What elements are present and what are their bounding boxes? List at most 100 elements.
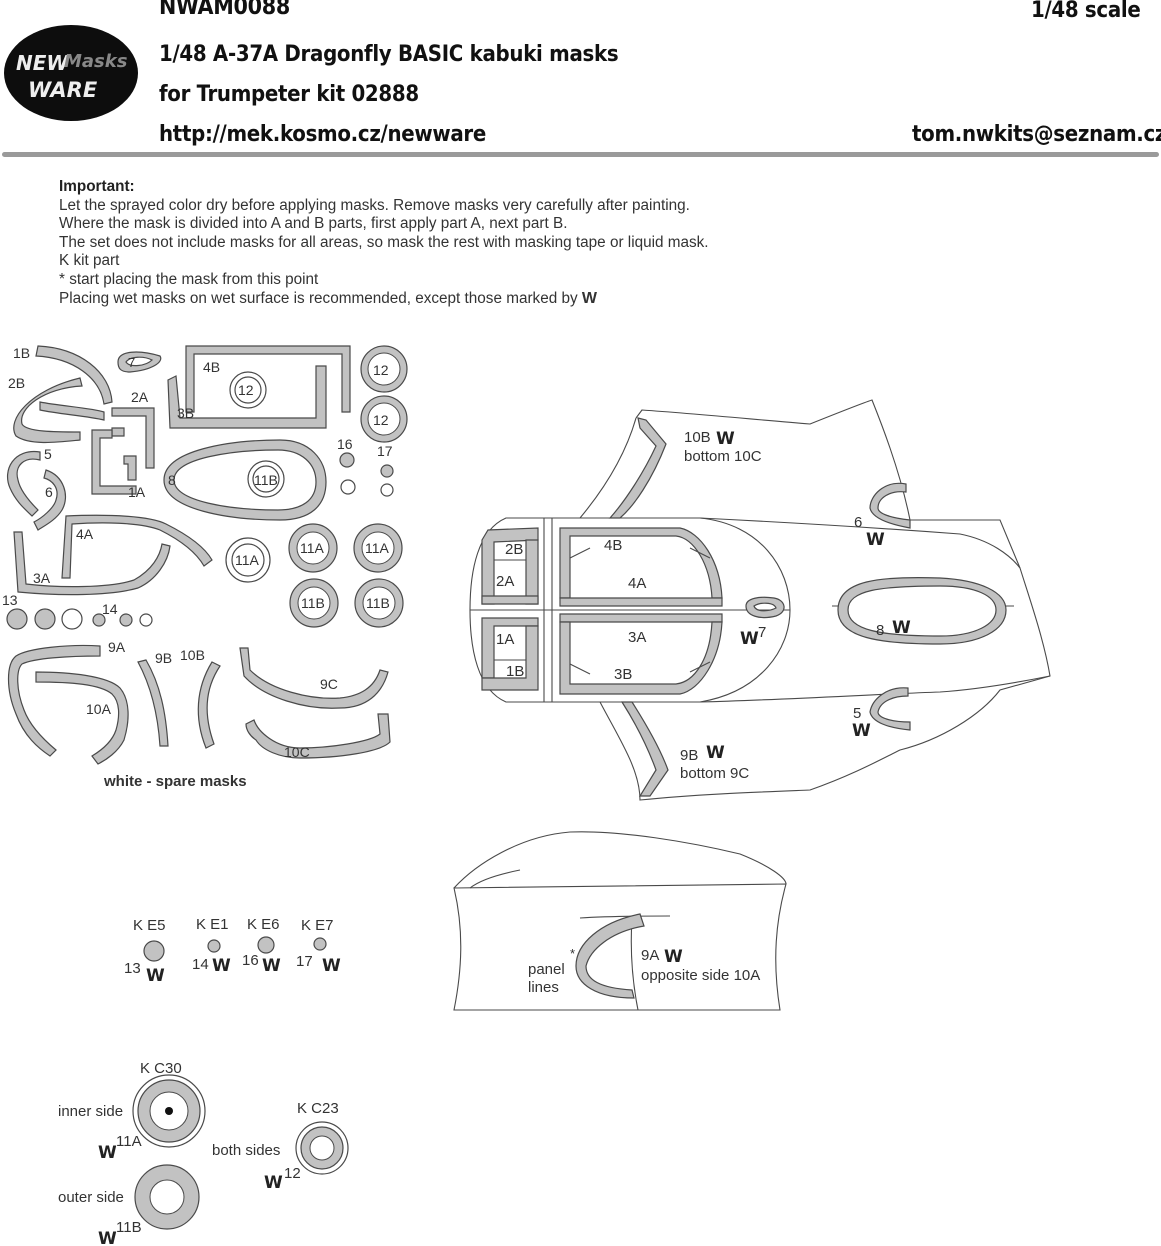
svg-text:13: 13 bbox=[124, 960, 141, 977]
wet-mark-icon: W bbox=[264, 1173, 283, 1193]
mask-7 bbox=[117, 351, 162, 373]
svg-text:bottom 10C: bottom 10C bbox=[684, 448, 762, 465]
note-line: * start placing the mask from this point bbox=[59, 270, 319, 288]
mask-10a bbox=[35, 671, 129, 765]
mask-17 bbox=[380, 464, 394, 478]
svg-text:11B: 11B bbox=[301, 595, 325, 611]
wet-mark-icon: W bbox=[581, 289, 597, 307]
canopy-1b bbox=[481, 625, 539, 691]
svg-text:*: * bbox=[570, 946, 575, 961]
wet-mark-icon: W bbox=[146, 966, 165, 986]
svg-text:17: 17 bbox=[377, 443, 393, 459]
wet-mark-icon: W bbox=[664, 947, 683, 967]
svg-text:K E5: K E5 bbox=[133, 917, 166, 934]
svg-text:17: 17 bbox=[296, 953, 313, 970]
svg-text:12: 12 bbox=[373, 412, 389, 428]
note-line: The set does not include masks for all a… bbox=[59, 233, 709, 251]
spare-masks-note: white - spare masks bbox=[103, 773, 247, 790]
scale-label: 1/48 scale bbox=[1031, 0, 1141, 23]
wet-mark-icon: W bbox=[892, 618, 911, 638]
mask-10b bbox=[197, 661, 221, 749]
mask-1b bbox=[35, 345, 113, 405]
canopy-3a bbox=[559, 613, 723, 623]
svg-text:9B: 9B bbox=[155, 650, 172, 666]
svg-text:5: 5 bbox=[853, 705, 861, 722]
svg-text:10A: 10A bbox=[86, 701, 112, 717]
svg-text:2A: 2A bbox=[496, 573, 514, 590]
wet-mark-icon: W bbox=[852, 721, 871, 741]
svg-text:9B: 9B bbox=[680, 747, 698, 764]
svg-text:11B: 11B bbox=[254, 472, 278, 488]
canopy-10b bbox=[608, 417, 667, 519]
svg-text:14: 14 bbox=[192, 956, 209, 973]
svg-text:K E1: K E1 bbox=[196, 916, 229, 933]
svg-text:12: 12 bbox=[373, 362, 389, 378]
svg-text:9A: 9A bbox=[641, 947, 659, 964]
notes-heading: Important: bbox=[59, 178, 135, 195]
mask-9c bbox=[239, 647, 389, 709]
svg-text:11B: 11B bbox=[366, 595, 390, 611]
svg-text:5: 5 bbox=[44, 446, 52, 462]
mask-8 bbox=[163, 439, 327, 521]
mask-sheet: 1B 2B 7 4B 12 12 12 2A 3B 5 1A 8 11B 16 … bbox=[2, 345, 408, 790]
svg-text:11A: 11A bbox=[365, 540, 390, 556]
wet-mark-icon: W bbox=[262, 956, 281, 976]
mask-9b bbox=[137, 659, 169, 747]
note-line: Where the mask is divided into A and B p… bbox=[59, 215, 568, 233]
svg-text:11A: 11A bbox=[300, 540, 325, 556]
canopy-side-view: * panel lines 9A W opposite side 10A bbox=[453, 831, 787, 1011]
svg-text:12: 12 bbox=[238, 382, 254, 398]
svg-text:3A: 3A bbox=[628, 629, 646, 646]
svg-text:1A: 1A bbox=[128, 484, 146, 500]
svg-text:lines: lines bbox=[528, 979, 559, 996]
canopy-2a bbox=[525, 539, 539, 605]
website-link[interactable]: http://mek.kosmo.cz/newware bbox=[159, 122, 487, 147]
canopy-9b bbox=[620, 701, 669, 797]
mask-3a bbox=[13, 531, 171, 596]
email-link[interactable]: tom.nwkits@seznam.cz bbox=[912, 122, 1161, 147]
svg-text:2B: 2B bbox=[8, 375, 25, 391]
svg-text:bottom 9C: bottom 9C bbox=[680, 765, 749, 782]
wet-mark-icon: W bbox=[98, 1229, 117, 1246]
svg-text:8: 8 bbox=[168, 472, 176, 488]
canopy-4a bbox=[559, 597, 723, 607]
note-line: Let the sprayed color dry before applyin… bbox=[59, 196, 690, 214]
mask-16 bbox=[339, 452, 355, 468]
svg-text:9C: 9C bbox=[320, 676, 338, 692]
note-line: Placing wet masks on wet surface is reco… bbox=[59, 289, 597, 307]
svg-text:10B: 10B bbox=[684, 429, 711, 446]
svg-text:1B: 1B bbox=[506, 663, 524, 680]
product-subtitle: for Trumpeter kit 02888 bbox=[159, 82, 419, 107]
svg-text:4B: 4B bbox=[604, 537, 622, 554]
light-17 bbox=[313, 937, 327, 951]
svg-text:8: 8 bbox=[876, 622, 884, 639]
mask-2b bbox=[13, 377, 83, 444]
svg-text:7: 7 bbox=[128, 355, 135, 370]
product-title: 1/48 A-37A Dragonfly BASIC kabuki masks bbox=[159, 42, 619, 67]
svg-text:10C: 10C bbox=[284, 744, 310, 760]
svg-text:6: 6 bbox=[854, 514, 862, 531]
canopy-3b bbox=[559, 621, 723, 695]
svg-text:3B: 3B bbox=[614, 666, 632, 683]
wet-mark-icon: W bbox=[322, 956, 341, 976]
svg-text:inner side: inner side bbox=[58, 1103, 123, 1120]
svg-text:16: 16 bbox=[337, 436, 353, 452]
svg-text:1A: 1A bbox=[496, 631, 514, 648]
newware-logo: NEW Masks WARE bbox=[4, 25, 138, 121]
svg-text:12: 12 bbox=[284, 1165, 301, 1182]
mask-4b bbox=[185, 345, 351, 413]
mask-3b bbox=[167, 365, 327, 429]
mask-6 bbox=[33, 469, 67, 531]
wheel-masks: K C30 inner side W 11A outer side W 11B … bbox=[58, 1060, 349, 1246]
wet-mark-icon: W bbox=[706, 743, 725, 763]
wet-mark-icon: W bbox=[98, 1143, 117, 1163]
svg-text:outer side: outer side bbox=[58, 1189, 124, 1206]
mask-9a bbox=[7, 644, 101, 757]
svg-text:7: 7 bbox=[758, 624, 766, 641]
note-line: K kit part bbox=[59, 252, 120, 270]
mask-1b-inner bbox=[39, 401, 105, 421]
canopy-7 bbox=[745, 596, 785, 619]
logo-ware: WARE bbox=[28, 78, 98, 102]
logo-masks: Masks bbox=[64, 51, 128, 72]
